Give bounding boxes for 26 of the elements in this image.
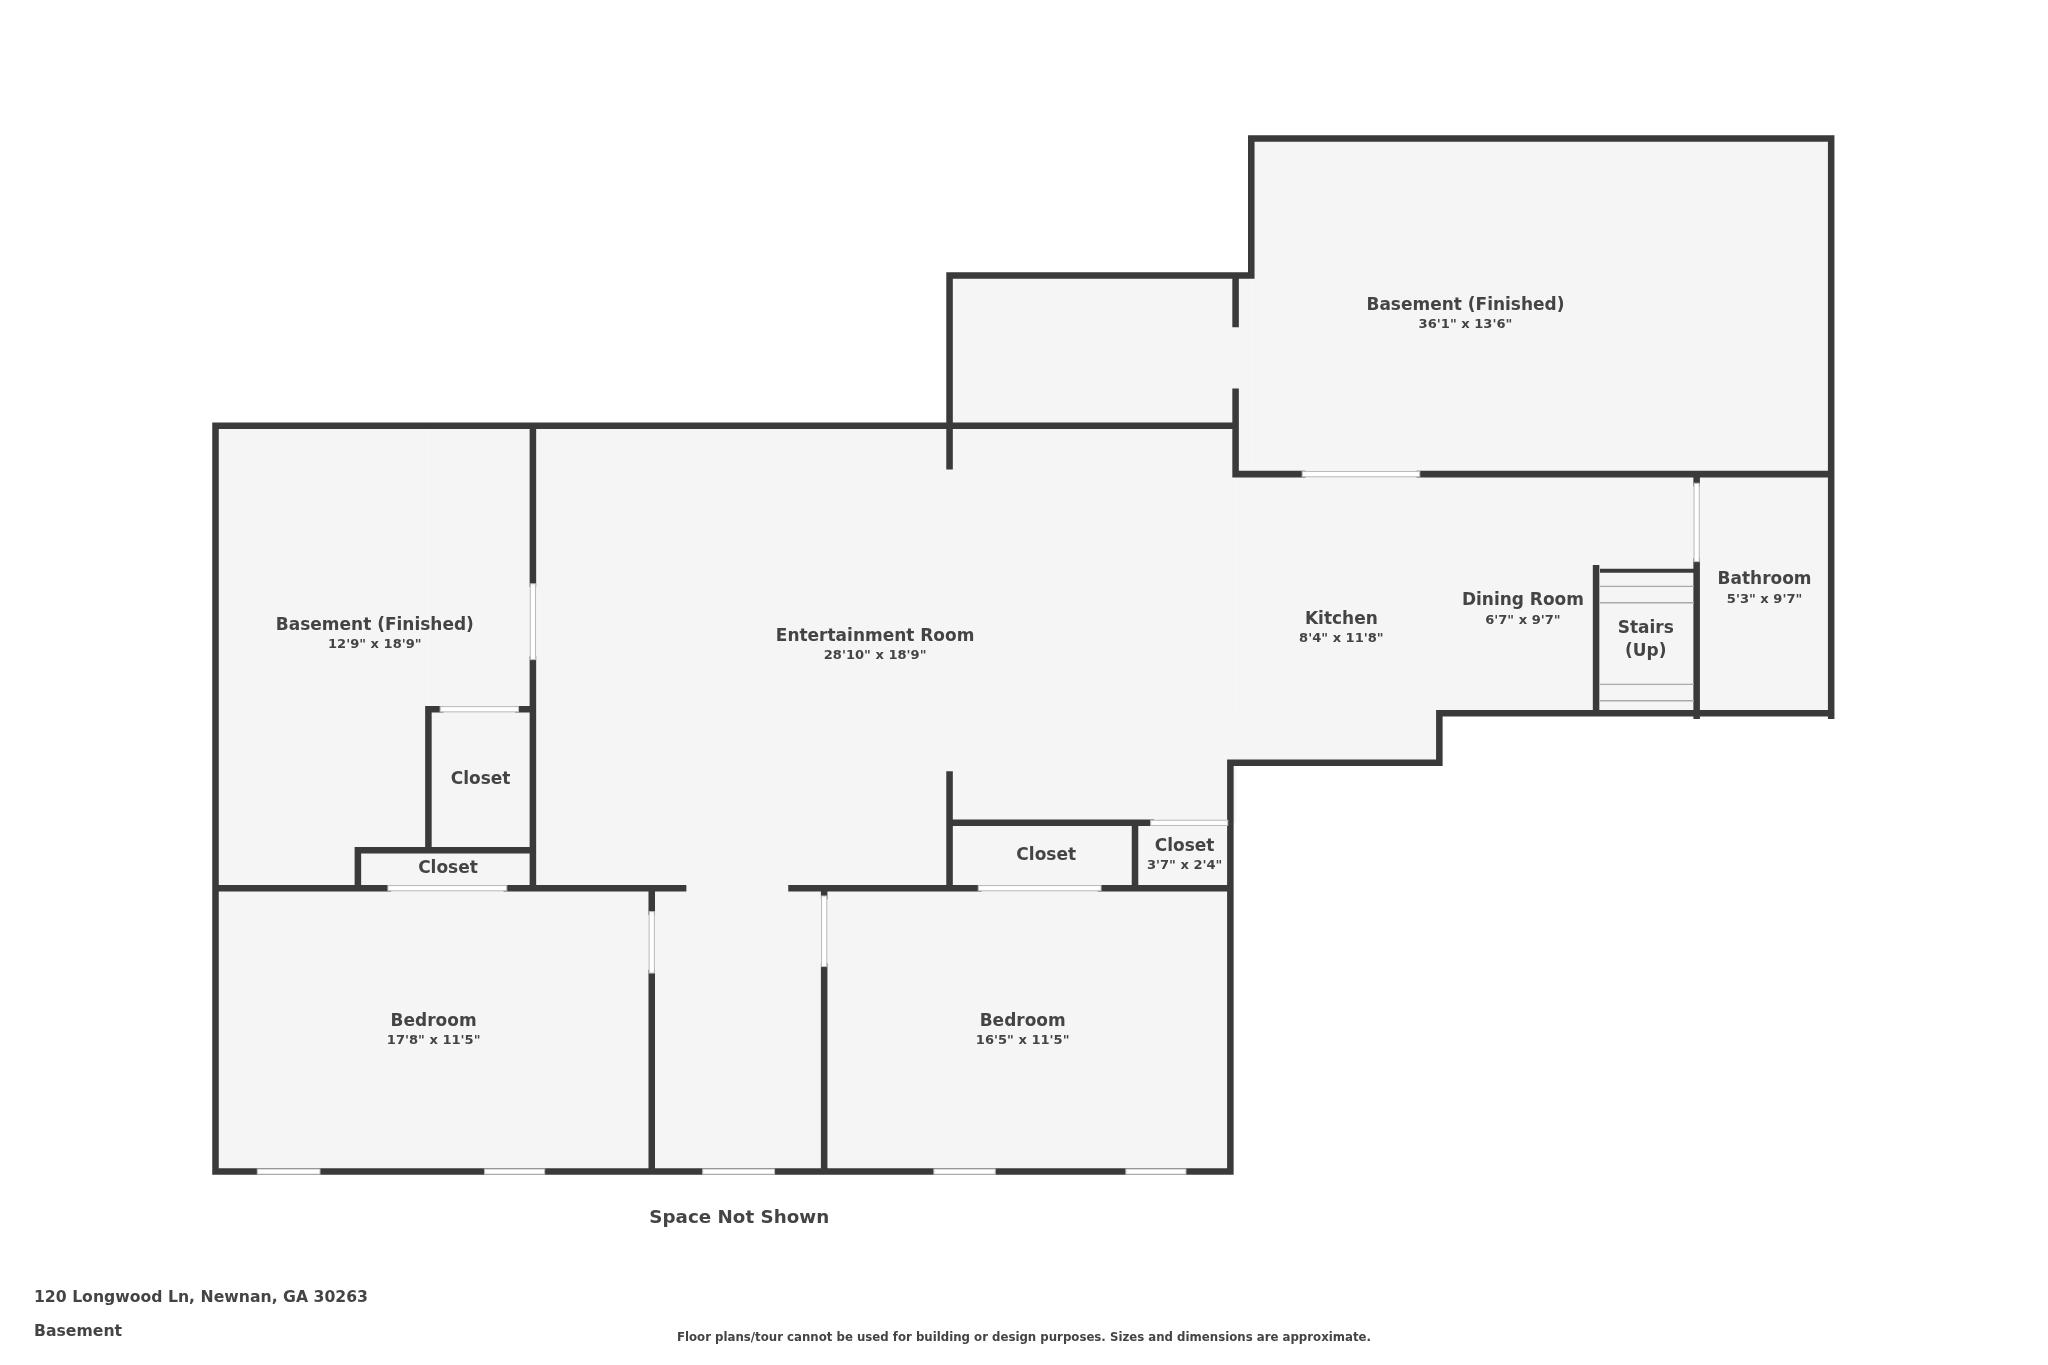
room-dimensions: 28'10" x 18'9" xyxy=(822,646,928,664)
room-dimensions: 8'4" x 11'8" xyxy=(1299,629,1384,647)
room-name: Closet xyxy=(1016,843,1077,866)
room-name: Kitchen xyxy=(1303,607,1379,629)
room-name: Bedroom xyxy=(389,1009,478,1032)
room-name: Stairs (Up) xyxy=(1616,616,1675,661)
room-dimensions: 17'8" x 11'5" xyxy=(386,1031,481,1049)
room-dimensions: 5'3" x 9'7" xyxy=(1725,590,1804,608)
room-dimensions: 3'7" x 2'4" xyxy=(1146,856,1223,874)
floor-name: Basement xyxy=(33,1321,123,1341)
floor-note: Space Not Shown xyxy=(649,1205,830,1227)
room-name: Bathroom xyxy=(1717,567,1812,590)
room-dimensions: 12'9" x 18'9" xyxy=(327,635,423,654)
room-name: Closet xyxy=(450,767,511,790)
room-name: Closet xyxy=(418,856,478,879)
address-text: 120 Longwood Ln, Newnan, GA 30263 xyxy=(33,1287,369,1307)
room-name: Basement (Finished) xyxy=(1366,293,1565,316)
room-dimensions: 36'1" x 13'6" xyxy=(1417,315,1514,334)
room-name: Entertainment Room xyxy=(775,624,975,646)
room-dimensions: 6'7" x 9'7" xyxy=(1484,610,1562,629)
room-name: Basement (Finished) xyxy=(275,613,474,636)
room-name: Bedroom xyxy=(978,1009,1067,1032)
room-dimensions: 16'5" x 11'5" xyxy=(975,1031,1070,1049)
disclaimer-text: Floor plans/tour cannot be used for building or design purposes. Sizes and dimensions are approximate. xyxy=(677,1330,1371,1344)
room-name: Closet xyxy=(1153,834,1216,857)
room-name: Dining Room xyxy=(1461,588,1584,611)
